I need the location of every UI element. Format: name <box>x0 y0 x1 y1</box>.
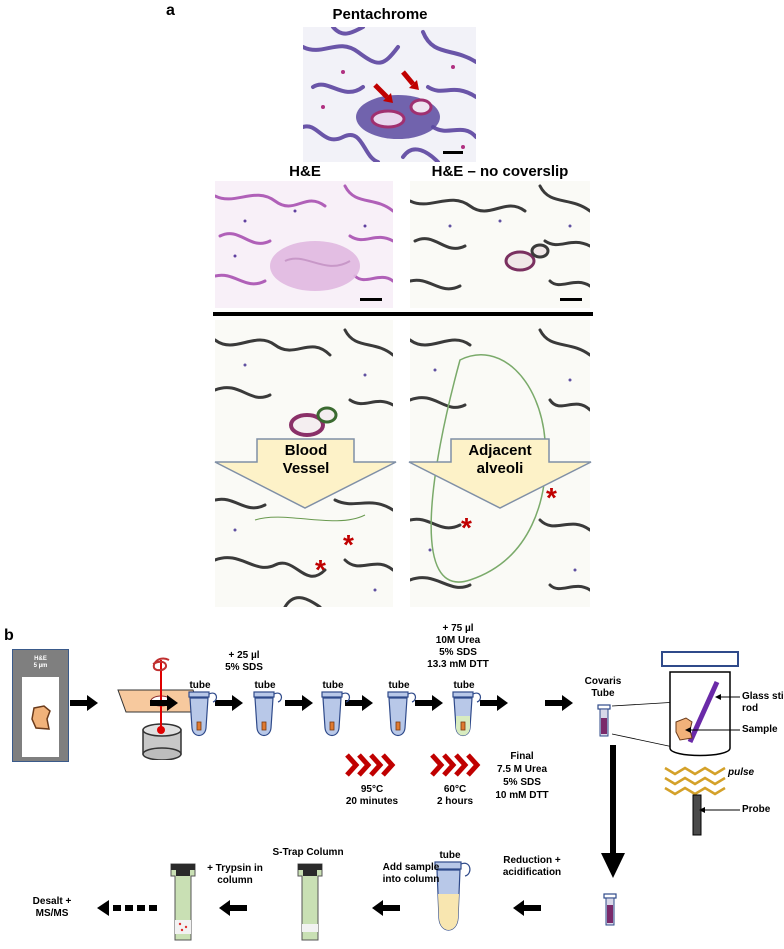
callout-arrow-left <box>214 438 397 509</box>
callout-right-line1: Adjacent <box>468 442 532 459</box>
heat-wave-icon <box>345 753 396 777</box>
callout-right-line2: alveoli <box>476 460 524 477</box>
callout-arrow-right <box>408 438 592 509</box>
star-marker: * <box>546 482 557 513</box>
strap-column-icon <box>297 863 323 941</box>
tube-label: tube <box>322 680 344 691</box>
he-nc-title: H&E – no coverslip <box>431 163 569 180</box>
sds-line1: + 25 µl <box>228 650 260 661</box>
down-arrow-icon <box>601 745 625 878</box>
tube-label: tube <box>388 680 410 691</box>
pentachrome-image <box>303 27 476 162</box>
microtube-icon <box>253 691 283 737</box>
tube-label: tube <box>453 680 475 691</box>
callout-left-line1: Blood <box>284 442 328 459</box>
callout-adjacent-alveoli-text: Adjacent alveoli <box>452 442 548 478</box>
glass-rod-label: Glass stir rod <box>742 691 784 714</box>
desalt-text: Desalt + MS/MS <box>22 896 82 920</box>
add-sample-text: Add sample into column <box>376 862 446 886</box>
microtube-icon <box>452 691 482 737</box>
tube-label: tube <box>189 680 211 691</box>
slide-label-line2: 5 µm <box>33 663 48 669</box>
callout-left-line2: Vessel <box>282 460 330 477</box>
covaris-tube-icon <box>603 893 617 926</box>
microtube-icon <box>188 691 218 737</box>
covaris-tube-icon <box>597 704 611 737</box>
final-composition-text: Final 7.5 M Urea 5% SDS 10 mM DTT <box>487 750 557 802</box>
urea-line1: + 75 µl <box>442 623 474 634</box>
flow-arrow-icon <box>345 695 373 711</box>
strap-column-label: S-Trap Column <box>272 847 344 858</box>
he-nc-image <box>410 181 590 308</box>
microtube-icon <box>321 691 351 737</box>
desalt-line1: Desalt + <box>32 896 72 907</box>
star-marker: * <box>461 512 472 543</box>
flow-arrow-icon <box>150 695 178 711</box>
flow-arrow-icon <box>70 695 98 711</box>
probe-label: Probe <box>742 804 771 815</box>
heat2-line1: 60°C <box>443 784 467 795</box>
sample-label: Sample <box>742 724 778 735</box>
he-image <box>215 181 393 308</box>
sds-line2: 5% SDS <box>225 662 263 673</box>
flow-arrow-icon <box>285 695 313 711</box>
add-sample-line2: into column <box>382 874 440 885</box>
urea-line4: 13.3 mM DTT <box>427 659 489 670</box>
heat2-line2: 2 hours <box>436 796 474 807</box>
covaris-tube-label: Covaris Tube <box>578 676 628 700</box>
covaris-line2: Tube <box>591 688 615 699</box>
flow-arrow-left-icon <box>372 900 400 916</box>
heat1-line2: 20 minutes <box>345 796 399 807</box>
tissue-sample-icon <box>31 705 51 730</box>
heat1-line1: 95°C <box>360 784 384 795</box>
flow-arrow-icon <box>545 695 573 711</box>
pentachrome-title: Pentachrome <box>332 6 428 23</box>
flow-arrow-left-icon <box>513 900 541 916</box>
heat1-text: 95°C 20 minutes <box>342 784 402 808</box>
microtube-icon <box>434 861 471 931</box>
pulse-label: pulse <box>728 767 755 778</box>
he-title: H&E <box>289 163 321 180</box>
urea-line2: 10M Urea <box>435 635 481 646</box>
trypsin-line1: + Trypsin in <box>207 863 263 874</box>
dashed-arrow-left-icon <box>97 900 157 916</box>
flow-arrow-left-icon <box>219 900 247 916</box>
final-line4: 10 mM DTT <box>495 790 549 801</box>
final-line3: 5% SDS <box>503 777 541 788</box>
flow-arrow-icon <box>480 695 508 711</box>
microtube-icon <box>387 691 417 737</box>
final-line1: Final <box>510 751 534 762</box>
section-divider <box>213 312 593 316</box>
covaris-line1: Covaris <box>584 676 622 687</box>
urea-line3: 5% SDS <box>439 647 477 658</box>
tube-label: tube <box>439 850 461 861</box>
flow-arrow-icon <box>415 695 443 711</box>
reduction-text: Reduction + acidification <box>492 855 572 879</box>
heat2-text: 60°C 2 hours <box>425 784 485 808</box>
sds-addition-text: + 25 µl 5% SDS <box>214 650 274 674</box>
glass-slide: H&E 5 µm <box>12 649 69 762</box>
panel-a-letter: a <box>166 2 175 19</box>
add-sample-line1: Add sample <box>382 862 440 873</box>
flow-arrow-icon <box>215 695 243 711</box>
callout-blood-vessel-text: Blood Vessel <box>258 442 354 478</box>
heat-wave-icon <box>430 753 481 777</box>
reduction-line1: Reduction + <box>503 855 561 866</box>
final-line2: 7.5 M Urea <box>496 764 548 775</box>
trypsin-text: + Trypsin in column <box>200 863 270 887</box>
trypsin-line2: column <box>217 875 253 886</box>
reduction-line2: acidification <box>502 867 562 878</box>
covaris-detail-icon <box>661 651 740 836</box>
strap-column-trypsin-icon <box>170 863 196 941</box>
desalt-line2: MS/MS <box>35 908 69 919</box>
slide-label-line1: H&E <box>34 656 47 662</box>
star-marker: * <box>343 529 354 560</box>
panel-b-letter: b <box>4 627 14 644</box>
tube-label: tube <box>254 680 276 691</box>
zoom-lines <box>612 701 679 749</box>
urea-addition-text: + 75 µl 10M Urea 5% SDS 13.3 mM DTT <box>418 623 498 671</box>
star-marker: * <box>315 554 326 585</box>
